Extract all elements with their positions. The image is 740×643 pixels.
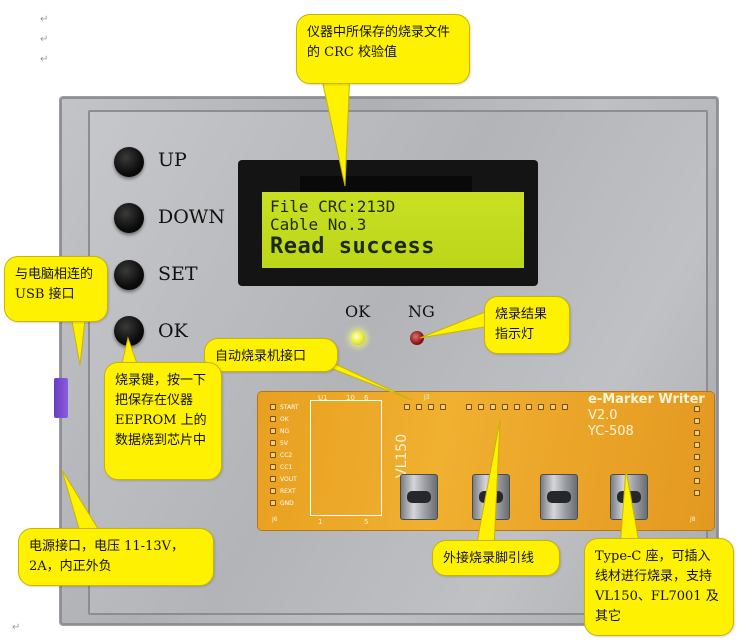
- pin-label: 5V: [280, 440, 288, 447]
- callout-usb: 与电脑相连的 USB 接口: [4, 256, 108, 322]
- chip-outline: [310, 400, 382, 516]
- callout-burn-key: 烧录键，按一下把保存在仪器 EEPROM 上的数据烧到芯片中: [104, 362, 222, 480]
- pcb-version: V2.0: [588, 408, 618, 423]
- callout-auto-port: 自动烧录机接口: [204, 338, 338, 372]
- paragraph-mark: ↵: [40, 14, 49, 25]
- pin-label: CC1: [280, 464, 293, 471]
- pcb-label-6: 6: [364, 394, 369, 402]
- callout-result-led: 烧录结果指示灯: [484, 296, 570, 354]
- paragraph-mark: ↵: [40, 34, 49, 45]
- callout-pins: 外接烧录脚引线: [432, 540, 560, 576]
- ok-led: [351, 331, 365, 345]
- pin-label: OK: [280, 416, 289, 423]
- typec-port-3[interactable]: [540, 474, 578, 520]
- lcd-screen: File CRC:213D Cable No.3 Read success: [262, 192, 524, 268]
- ng-led-label: NG: [408, 302, 435, 321]
- pcb-label-5: 5: [364, 518, 369, 526]
- down-button[interactable]: [114, 203, 144, 233]
- pcb-label-j3: J3: [424, 394, 430, 401]
- lcd-crc-line: File CRC:213D: [270, 197, 396, 216]
- lcd-cable-line: Cable No.3: [270, 215, 367, 234]
- ok-led-label: OK: [345, 302, 371, 321]
- pin-label: REXT: [280, 488, 296, 495]
- paragraph-mark: ↵: [40, 54, 49, 65]
- pin-label: NG: [280, 428, 290, 435]
- pcb-brand: e-Marker Writer: [588, 392, 705, 407]
- lcd-status-line: Read success: [270, 234, 435, 259]
- pin-label: START: [280, 404, 299, 411]
- pcb-label-1: 1: [318, 518, 323, 526]
- up-button[interactable]: [114, 147, 144, 177]
- down-button-label: DOWN: [158, 206, 225, 228]
- callout-power: 电源接口，电压 11-13V，2A，内正外负: [18, 528, 214, 586]
- pin-label: VOUT: [280, 476, 297, 483]
- lcd-connector: [300, 176, 472, 192]
- paragraph-mark: ↵: [12, 622, 21, 633]
- callout-typec: Type-C 座，可插入线材进行烧录，支持 VL150、FL7001 及其它: [584, 538, 734, 636]
- pin-label: CC2: [280, 452, 293, 459]
- up-button-label: UP: [158, 149, 187, 171]
- pcb-label-j6: J6: [272, 516, 278, 523]
- usb-port[interactable]: [54, 378, 68, 418]
- pcb-label-u1: U1: [318, 394, 328, 402]
- set-button-label: SET: [158, 263, 198, 285]
- typec-port-1[interactable]: [400, 474, 438, 520]
- pcb-model: YC-508: [588, 424, 634, 439]
- ok-button-label: OK: [158, 320, 188, 342]
- set-button[interactable]: [114, 260, 144, 290]
- pcb-label-10: 10: [346, 394, 355, 402]
- pcb-label-j8: J8: [690, 516, 696, 523]
- ng-led: [410, 331, 424, 345]
- callout-crc-file: 仪器中所保存的烧录文件的 CRC 校验值: [296, 14, 470, 84]
- pin-label: GND: [280, 500, 294, 507]
